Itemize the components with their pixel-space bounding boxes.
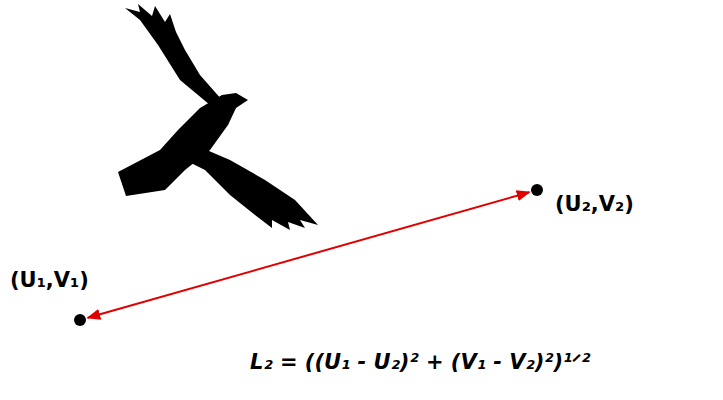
distance-formula: L₂ = ((U₁ - U₂)² + (V₁ - V₂)²)¹ᐟ² xyxy=(250,350,590,375)
distance-arrow xyxy=(88,192,530,318)
point-dot: (U₁,V₁) xyxy=(74,314,86,326)
point-label: (U₁,V₁) xyxy=(10,268,89,293)
crow-silhouette xyxy=(118,4,318,230)
point-label: (U₂,V₂) xyxy=(555,192,634,217)
point-dot: (U₂,V₂) xyxy=(531,184,543,196)
